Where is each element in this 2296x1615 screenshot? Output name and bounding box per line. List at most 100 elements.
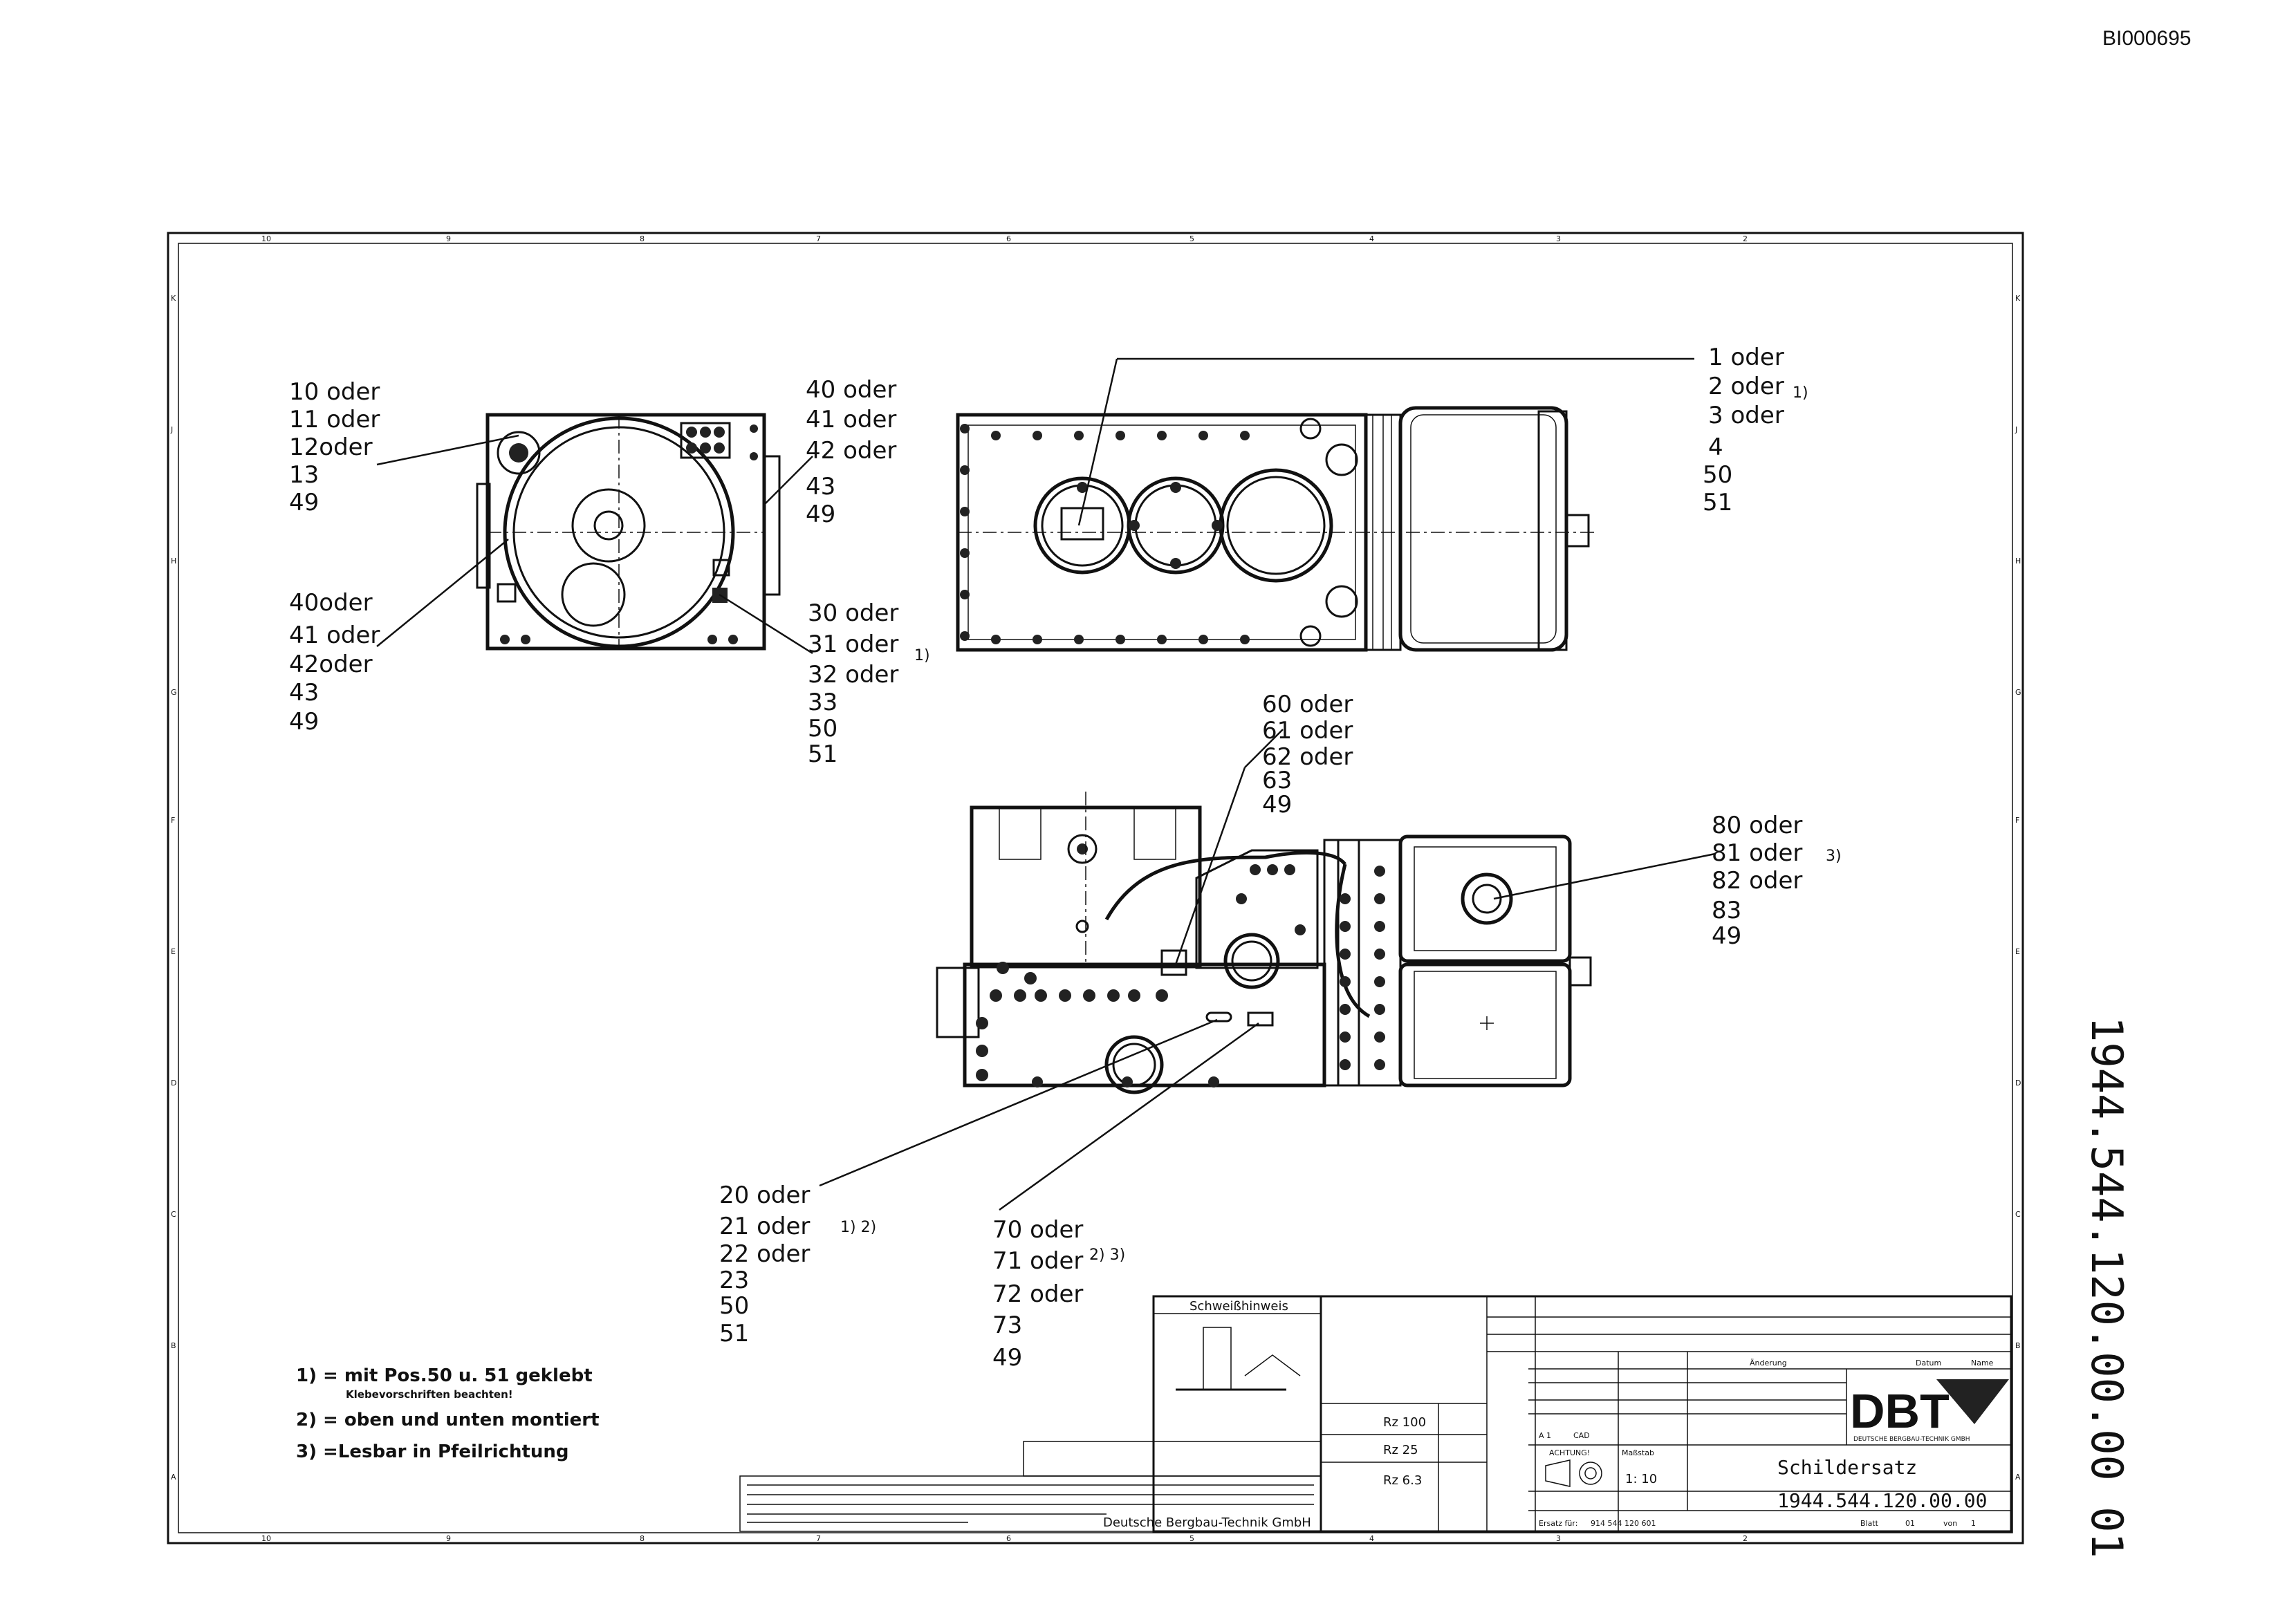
footnote-mark-4: 2) 3) xyxy=(1089,1247,1125,1264)
svg-text:22 oder: 22 oder xyxy=(719,1240,810,1268)
roughness-2: Rz 25 xyxy=(1383,1443,1418,1457)
svg-text:2: 2 xyxy=(1743,1534,1748,1543)
note-1-sub: Klebevorschriften beachten! xyxy=(346,1388,513,1401)
svg-text:F: F xyxy=(2015,816,2019,825)
callout-group-top-right: 1 oder 2 oder 1) 3 oder 4 50 51 xyxy=(1703,344,1808,516)
svg-text:4: 4 xyxy=(1708,433,1723,461)
svg-text:41 oder: 41 oder xyxy=(806,406,896,433)
svg-text:5: 5 xyxy=(1189,234,1194,243)
svg-text:9: 9 xyxy=(446,1534,451,1543)
svg-text:3: 3 xyxy=(1556,1534,1561,1543)
scale-label: Maßstab xyxy=(1622,1448,1654,1457)
scale-value: 1: 10 xyxy=(1625,1472,1657,1486)
cad-label: CAD xyxy=(1573,1431,1590,1440)
svg-text:23: 23 xyxy=(719,1267,749,1294)
company-name: Deutsche Bergbau-Technik GmbH xyxy=(1103,1515,1311,1530)
svg-text:J: J xyxy=(170,425,173,434)
svg-text:49: 49 xyxy=(1712,922,1741,950)
date-header: Datum xyxy=(1916,1359,1941,1367)
svg-text:E: E xyxy=(2015,947,2020,956)
warning-label: ACHTUNG! xyxy=(1549,1448,1590,1457)
svg-text:33: 33 xyxy=(808,689,837,716)
end-view-gearbox xyxy=(476,413,781,651)
svg-text:9: 9 xyxy=(446,234,451,243)
svg-text:49: 49 xyxy=(806,501,835,528)
footnote-mark-2: 1) xyxy=(1793,384,1808,402)
svg-text:40oder: 40oder xyxy=(289,589,373,617)
svg-text:1 oder: 1 oder xyxy=(1708,344,1784,371)
svg-text:E: E xyxy=(171,947,176,956)
replacement-label: Ersatz für: xyxy=(1539,1519,1577,1528)
svg-text:60 oder: 60 oder xyxy=(1262,691,1353,718)
vertical-drawing-number: 1944.544.120.00.00 01 xyxy=(2082,1016,2132,1558)
svg-text:F: F xyxy=(171,816,175,825)
svg-text:7: 7 xyxy=(816,234,821,243)
title-block: Schweißhinweis Rz 100 Rz 25 Rz 6.3 Änder… xyxy=(739,1295,2012,1533)
dbt-logo-mark xyxy=(1936,1379,2009,1424)
inner-frame xyxy=(178,243,2013,1533)
svg-text:49: 49 xyxy=(992,1344,1022,1372)
svg-text:8: 8 xyxy=(640,1534,645,1543)
svg-text:D: D xyxy=(2015,1079,2021,1087)
svg-text:4: 4 xyxy=(1369,234,1374,243)
svg-text:H: H xyxy=(171,557,176,566)
dbt-logo: DBT xyxy=(1850,1384,1950,1438)
svg-text:J: J xyxy=(2015,425,2017,434)
svg-text:3: 3 xyxy=(1556,234,1561,243)
svg-text:50: 50 xyxy=(719,1292,749,1320)
svg-text:73: 73 xyxy=(992,1311,1022,1339)
svg-text:31 oder: 31 oder xyxy=(808,631,898,658)
svg-text:K: K xyxy=(2015,294,2021,303)
svg-text:51: 51 xyxy=(808,740,837,768)
sheet-label: Blatt xyxy=(1860,1519,1879,1528)
callout-group-right: 80 oder 81 oder 3) 82 oder 83 49 xyxy=(1712,812,1842,950)
svg-text:G: G xyxy=(171,688,177,697)
svg-text:51: 51 xyxy=(719,1320,749,1347)
callout-group-top-mid: 40 oder 41 oder 42 oder 43 49 xyxy=(806,376,896,528)
svg-text:10: 10 xyxy=(261,234,271,243)
drawing-title: Schildersatz xyxy=(1777,1456,1917,1479)
svg-text:43: 43 xyxy=(289,679,319,707)
note-1: 1) = mit Pos.50 u. 51 geklebt xyxy=(296,1365,593,1386)
callout-group-top-left: 10 oder 11 oder 12oder 13 49 xyxy=(289,378,380,516)
of-label: von xyxy=(1943,1519,1957,1528)
svg-text:H: H xyxy=(2015,557,2021,566)
svg-text:C: C xyxy=(171,1210,176,1219)
svg-text:42 oder: 42 oder xyxy=(806,437,896,465)
footnote-mark-1: 1) xyxy=(914,647,930,664)
svg-text:82 oder: 82 oder xyxy=(1712,867,1802,895)
svg-text:B: B xyxy=(171,1341,176,1350)
side-view-gearbox-motor xyxy=(956,406,1598,652)
footnote-mark-3: 1) 2) xyxy=(840,1219,876,1236)
legal-notice-lines xyxy=(747,1484,1314,1523)
svg-text:2 oder: 2 oder xyxy=(1708,373,1784,400)
svg-text:20 oder: 20 oder xyxy=(719,1182,810,1209)
svg-text:21 oder: 21 oder xyxy=(719,1213,810,1240)
weld-note-title: Schweißhinweis xyxy=(1189,1299,1288,1314)
svg-text:32 oder: 32 oder xyxy=(808,661,898,689)
callout-group-mid-center: 30 oder 31 oder 1) 32 oder 33 50 51 xyxy=(808,599,930,768)
frame-row-letters: K J H G F E D C B A K J H G F E D C B A xyxy=(170,294,2021,1482)
svg-text:43: 43 xyxy=(806,473,835,501)
svg-text:D: D xyxy=(171,1079,176,1087)
callout-group-mid-left: 40oder 41 oder 42oder 43 49 xyxy=(289,589,380,736)
svg-text:49: 49 xyxy=(289,489,319,516)
note-3: 3) =Lesbar in Pfeilrichtung xyxy=(296,1441,569,1462)
svg-text:10: 10 xyxy=(261,1534,271,1543)
svg-text:61 oder: 61 oder xyxy=(1262,717,1353,745)
svg-text:42oder: 42oder xyxy=(289,651,373,678)
svg-text:70 oder: 70 oder xyxy=(992,1216,1083,1244)
svg-text:81 oder: 81 oder xyxy=(1712,839,1802,867)
callout-group-center: 60 oder 61 oder 62 oder 63 49 xyxy=(1262,691,1353,819)
sheet-size: A 1 xyxy=(1539,1431,1551,1440)
svg-text:51: 51 xyxy=(1703,489,1732,516)
svg-text:C: C xyxy=(2015,1210,2021,1219)
dbt-logo-subtitle: DEUTSCHE BERGBAU-TECHNIK GMBH xyxy=(1853,1436,1970,1443)
svg-text:K: K xyxy=(171,294,176,303)
svg-text:2: 2 xyxy=(1743,234,1748,243)
svg-text:50: 50 xyxy=(1703,461,1732,489)
svg-text:49: 49 xyxy=(1262,791,1292,819)
svg-text:7: 7 xyxy=(816,1534,821,1543)
svg-text:6: 6 xyxy=(1006,234,1011,243)
